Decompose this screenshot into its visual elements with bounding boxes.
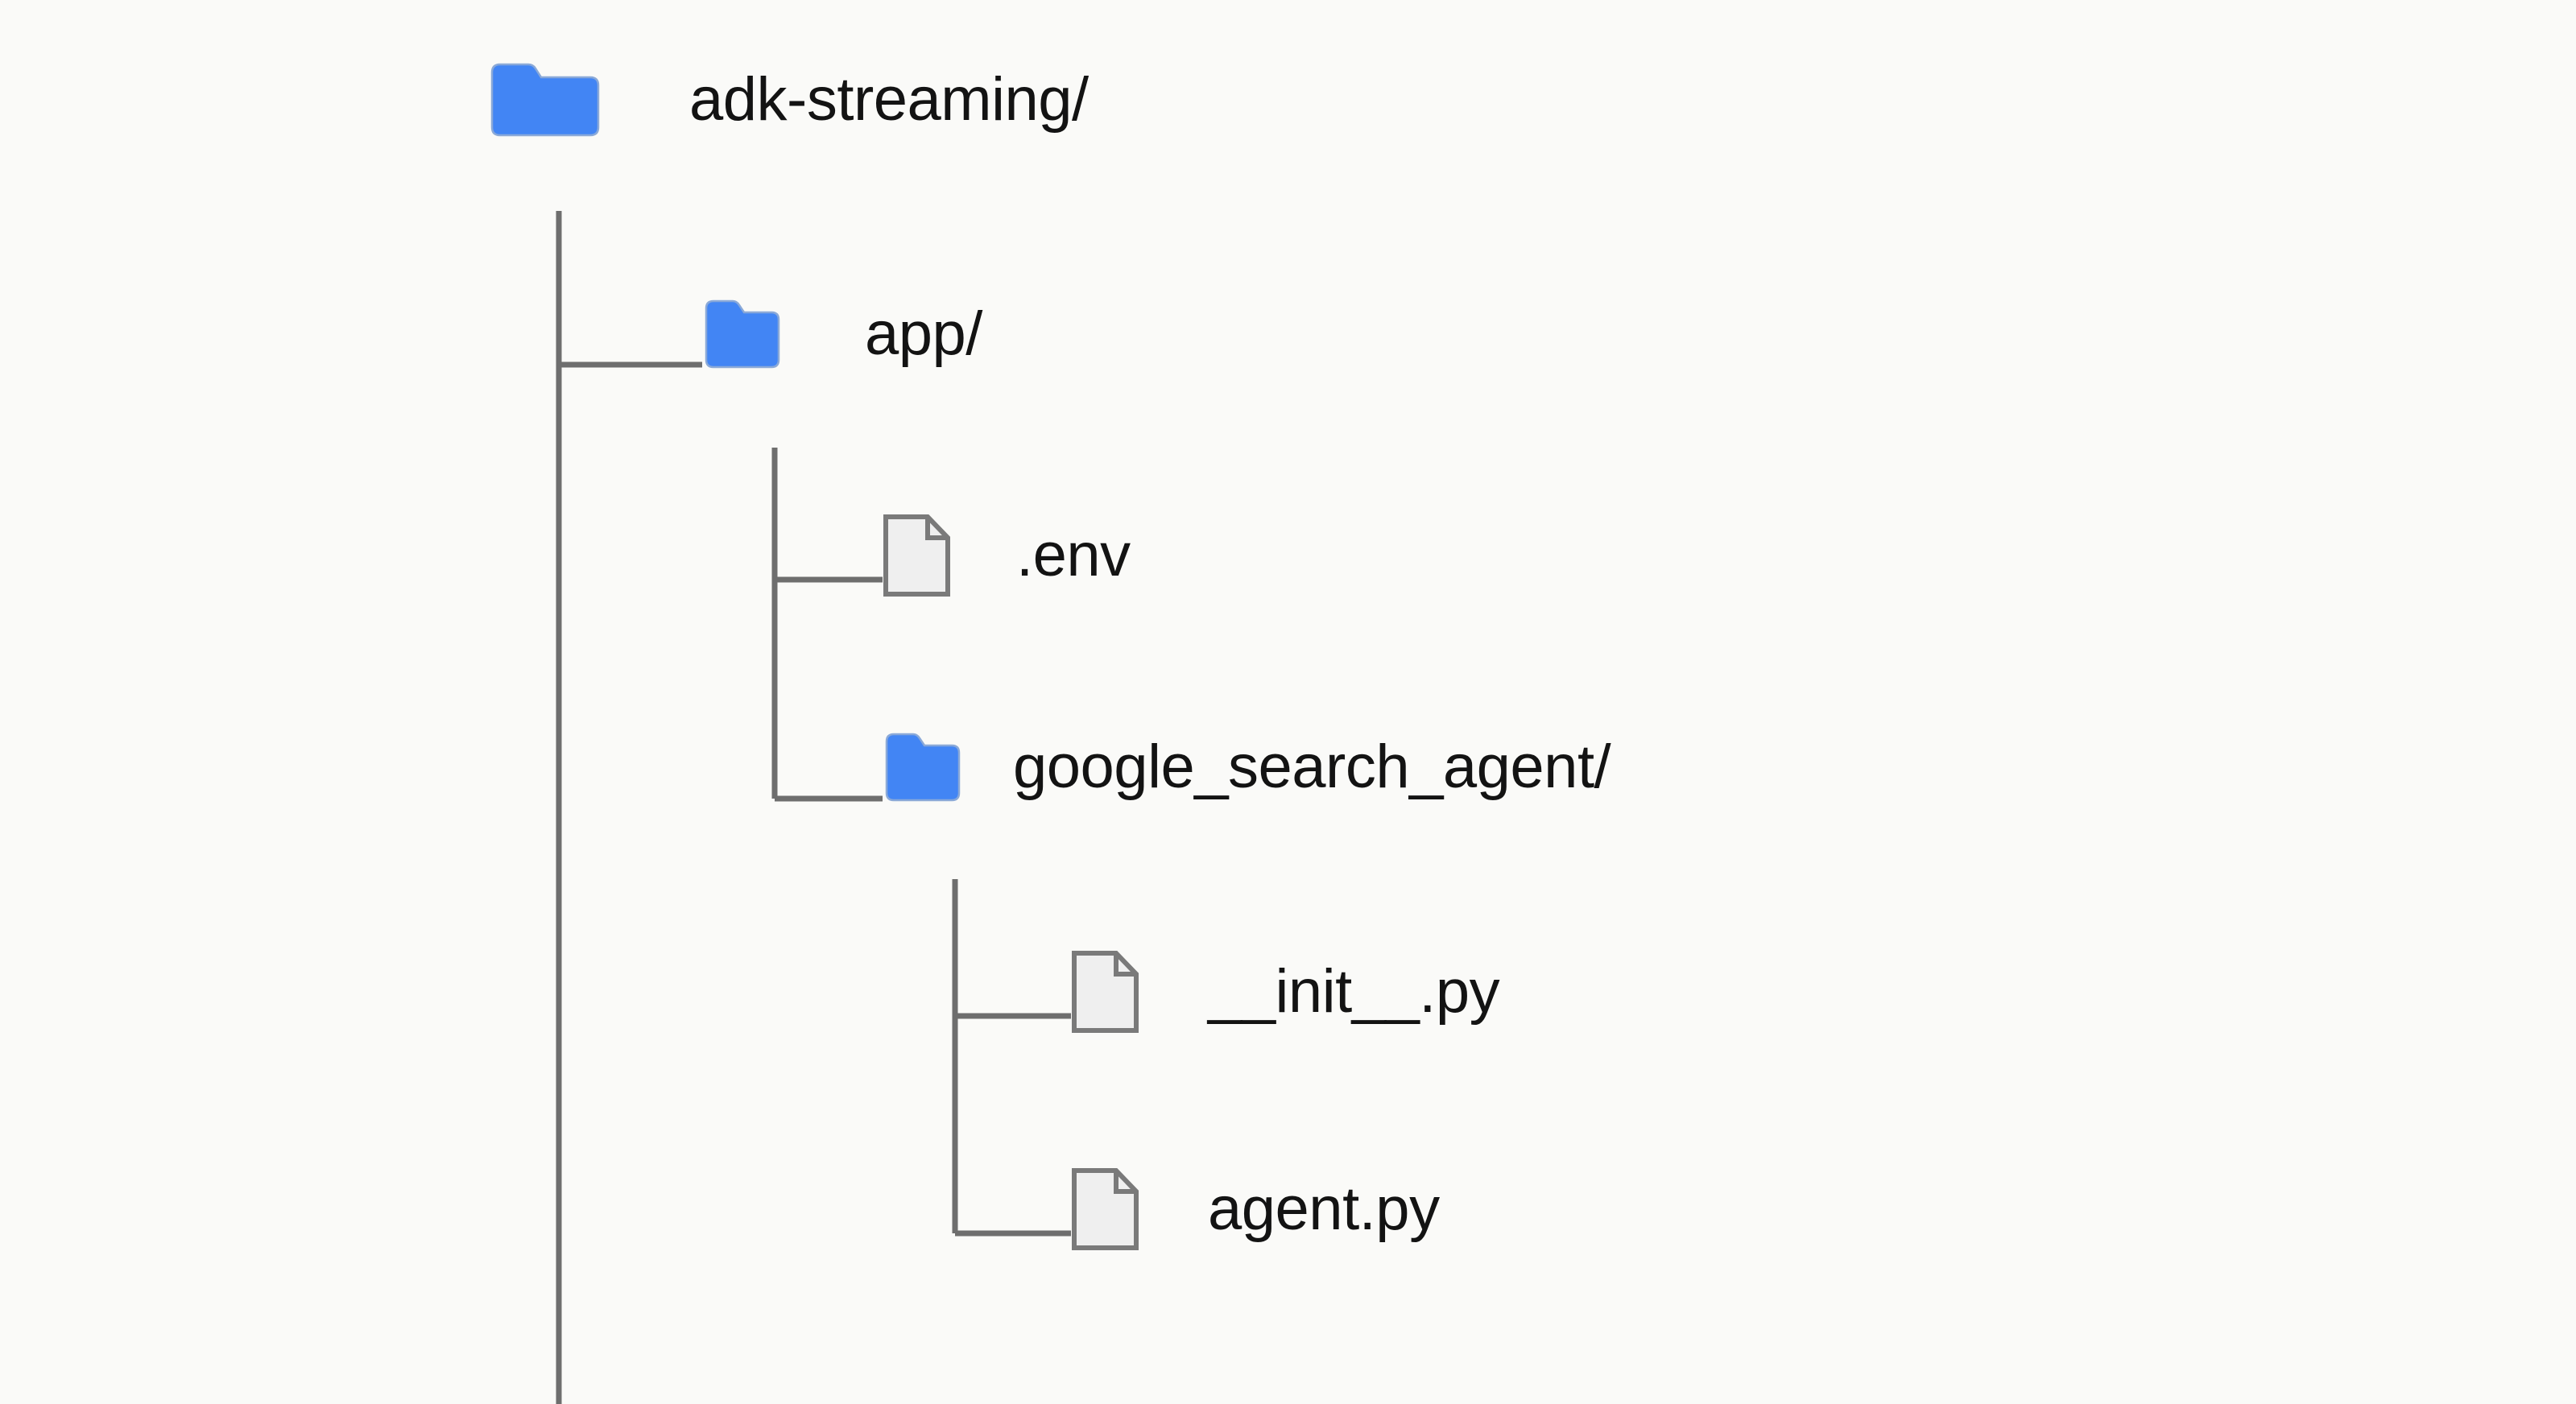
file-icon: [1072, 951, 1139, 1033]
tree-node-env[interactable]: .env: [883, 514, 1131, 597]
tree-node-google-search-agent[interactable]: google_search_agent/: [883, 733, 1611, 802]
folder-icon: [490, 63, 600, 137]
folder-icon: [885, 733, 961, 802]
tree-node-label: .env: [1016, 521, 1131, 589]
tree-node-label: __init__.py: [1208, 957, 1500, 1026]
file-icon: [883, 514, 950, 597]
file-icon: [1072, 1168, 1139, 1250]
tree-node-adk-streaming[interactable]: adk-streaming/: [486, 63, 1089, 137]
tree-node-label: agent.py: [1208, 1175, 1440, 1243]
tree-node-app[interactable]: app/: [702, 299, 982, 369]
tree-node-label: google_search_agent/: [1013, 733, 1611, 801]
tree-node-agent-py[interactable]: agent.py: [1071, 1167, 1440, 1251]
tree-node-init-py[interactable]: __init__.py: [1071, 950, 1500, 1034]
folder-icon: [705, 299, 780, 369]
tree-node-label: app/: [865, 299, 982, 368]
tree-node-label: adk-streaming/: [689, 65, 1089, 134]
